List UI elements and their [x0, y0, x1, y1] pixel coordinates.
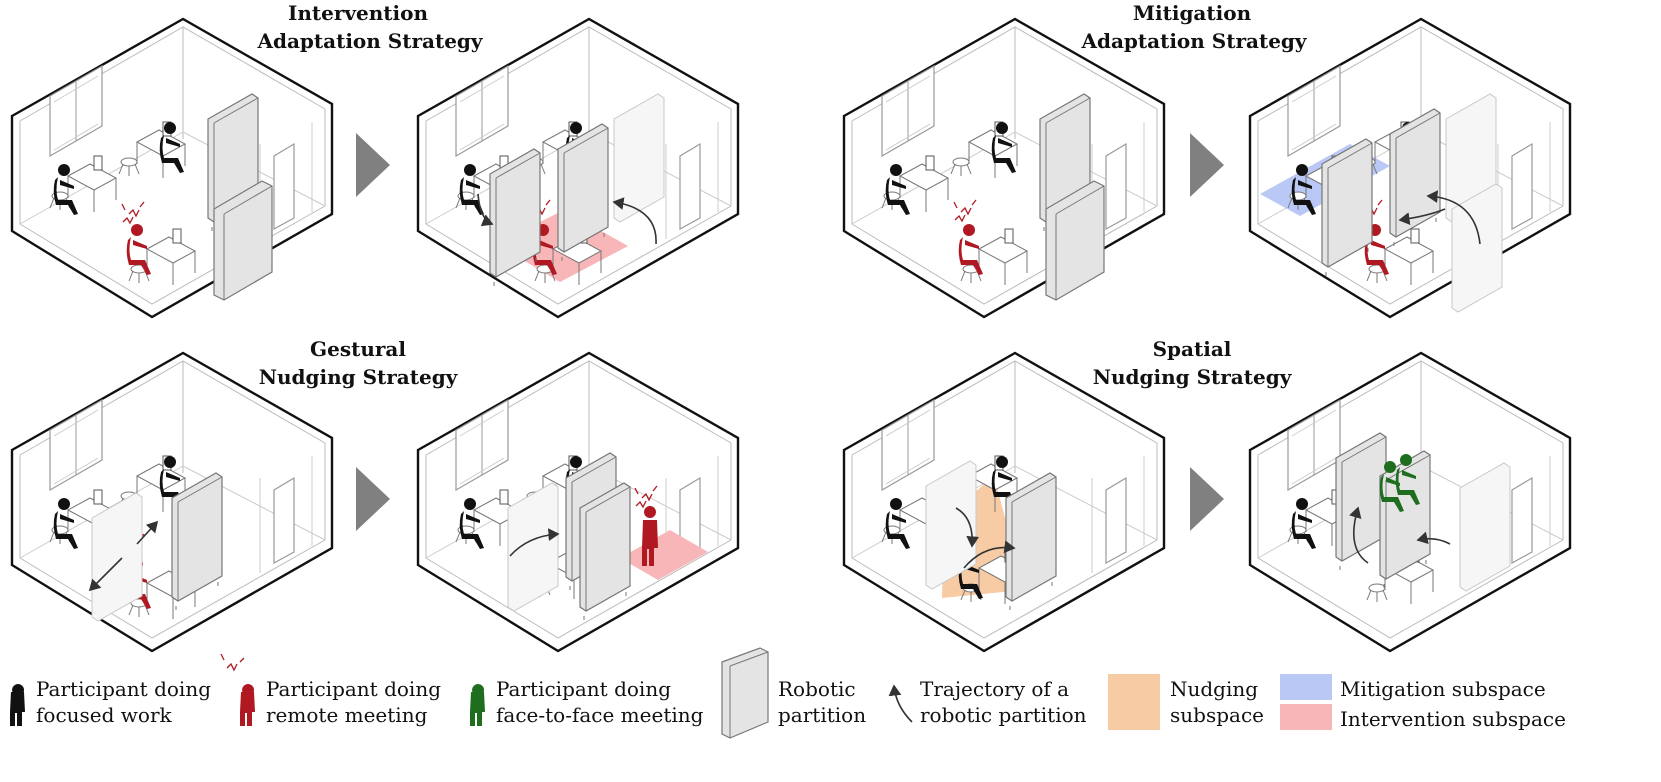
panel-mitigation-title: Mitigation Adaptation Strategy	[1080, 1, 1307, 53]
panel-3-title-line1: Gestural	[310, 337, 406, 361]
partition-icon	[721, 647, 769, 739]
panel-2-title-line2: Adaptation Strategy	[1080, 29, 1307, 53]
panel-spatial-title: Spatial Nudging Strategy	[1093, 337, 1293, 389]
panel-1-title-line2: Adaptation Strategy	[256, 29, 483, 53]
legend-focused-line2: focused work	[36, 703, 173, 727]
face-person-icon	[470, 692, 485, 726]
nudging-swatch	[1108, 674, 1160, 730]
mitigation-swatch	[1280, 674, 1332, 700]
transition-arrow-icon	[356, 467, 390, 531]
room-spatial-after	[1248, 351, 1572, 653]
transition-arrow-icon	[1190, 133, 1224, 197]
legend: Participant doing focused work Participa…	[10, 647, 1566, 739]
legend-intervention-text: Intervention subspace	[1340, 707, 1566, 731]
legend-mitigation: Mitigation subspace	[1280, 674, 1546, 701]
room-intervention-before	[10, 17, 334, 319]
room-gestural-after	[416, 351, 740, 653]
room-gestural-before	[10, 351, 334, 653]
transition-arrow-icon	[1190, 467, 1224, 531]
panel-4-title-line1: Spatial	[1153, 337, 1232, 361]
focused-person-icon	[10, 692, 25, 726]
room-intervention-after	[416, 17, 740, 319]
room-spatial-before	[842, 351, 1166, 653]
legend-focused: Participant doing focused work	[10, 677, 211, 727]
legend-trajectory-line2: robotic partition	[920, 703, 1087, 727]
panel-4-title-line2: Nudging Strategy	[1093, 365, 1293, 389]
trajectory-arrow-icon	[477, 193, 494, 227]
legend-nudging: Nudging subspace	[1108, 674, 1264, 730]
legend-partition-line1: Robotic	[778, 677, 856, 701]
panel-3-title-line2: Nudging Strategy	[259, 365, 459, 389]
legend-remote: Participant doing remote meeting	[220, 653, 441, 727]
legend-mitigation-text: Mitigation subspace	[1340, 677, 1546, 701]
legend-intervention: Intervention subspace	[1280, 704, 1566, 731]
panel-1-title-line1: Intervention	[288, 1, 428, 25]
transition-arrow-icon	[356, 133, 390, 197]
legend-face: Participant doing face-to-face meeting	[470, 677, 704, 727]
legend-face-line2: face-to-face meeting	[496, 703, 704, 727]
legend-trajectory-line1: Trajectory of a	[920, 677, 1069, 701]
legend-face-line1: Participant doing	[496, 677, 671, 701]
legend-focused-line1: Participant doing	[36, 677, 211, 701]
legend-nudging-line1: Nudging	[1170, 677, 1258, 701]
legend-partition-line2: partition	[778, 703, 866, 727]
legend-remote-line1: Participant doing	[266, 677, 441, 701]
trajectory-arrow-icon	[888, 684, 913, 723]
legend-partition: Robotic partition	[721, 647, 866, 739]
legend-trajectory: Trajectory of a robotic partition	[888, 677, 1087, 727]
room-mitigation-after	[1248, 17, 1572, 319]
panel-gestural-title: Gestural Nudging Strategy	[259, 337, 459, 389]
legend-nudging-line2: subspace	[1170, 703, 1264, 727]
legend-remote-line2: remote meeting	[266, 703, 428, 727]
intervention-swatch	[1280, 704, 1332, 730]
room-mitigation-before	[842, 17, 1166, 319]
panel-2-title-line1: Mitigation	[1133, 1, 1252, 25]
remote-person-icon	[240, 692, 255, 726]
panel-intervention-title: Intervention Adaptation Strategy	[256, 1, 483, 53]
trajectory-arrow-icon	[612, 197, 657, 245]
